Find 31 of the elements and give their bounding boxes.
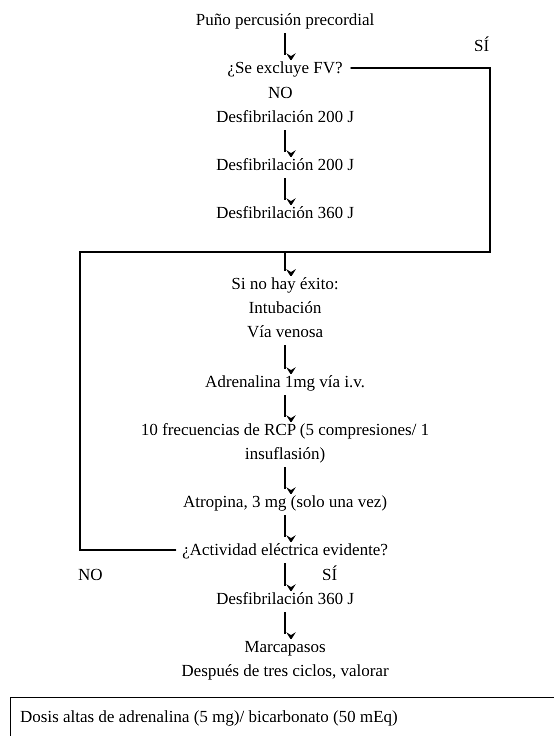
arrow — [284, 130, 296, 158]
branch-label: NO — [268, 82, 293, 104]
step-text: Desfibrilación 360 J — [216, 202, 354, 224]
step-text: Marcapasos — [244, 636, 326, 658]
note-text: Dosis altas de adrenalina (5 mg)/ bicarbonato (50 mEq) — [20, 706, 399, 728]
arrow — [284, 515, 296, 543]
step-text: Atropina, 3 mg (solo una vez) — [183, 491, 387, 513]
step-text: Intubación — [248, 297, 322, 319]
edge-label: SÍ — [322, 564, 338, 586]
arrow — [284, 345, 296, 375]
step-text: Si no hay éxito: — [231, 273, 339, 295]
arrow — [284, 612, 296, 640]
arrow — [284, 467, 296, 495]
step-text: Desfibrilación 360 J — [216, 588, 354, 610]
arrow — [284, 563, 296, 592]
arrow — [284, 33, 296, 61]
note-box — [10, 697, 554, 736]
step-text: Desfibrilación 200 J — [216, 106, 354, 128]
step-text: 10 frecuencias de RCP (5 compresiones/ 1 insuflasión) — [140, 419, 430, 465]
step-text: Después de tres ciclos, valorar — [181, 660, 389, 682]
step-text: ¿Se excluye FV? — [227, 57, 343, 79]
step-text: Adrenalina 1mg vía i.v. — [205, 371, 365, 393]
edge-label: NO — [78, 564, 103, 586]
edge-label: SÍ — [474, 35, 490, 57]
arrow — [284, 395, 296, 423]
step-text: Puño percusión precordial — [196, 9, 374, 31]
arrow — [284, 178, 296, 206]
step-text: ¿Actividad eléctrica evidente? — [182, 539, 388, 561]
step-text: Desfibrilación 200 J — [216, 154, 354, 176]
step-text: Vía venosa — [247, 321, 323, 343]
arrow — [79, 251, 296, 551]
